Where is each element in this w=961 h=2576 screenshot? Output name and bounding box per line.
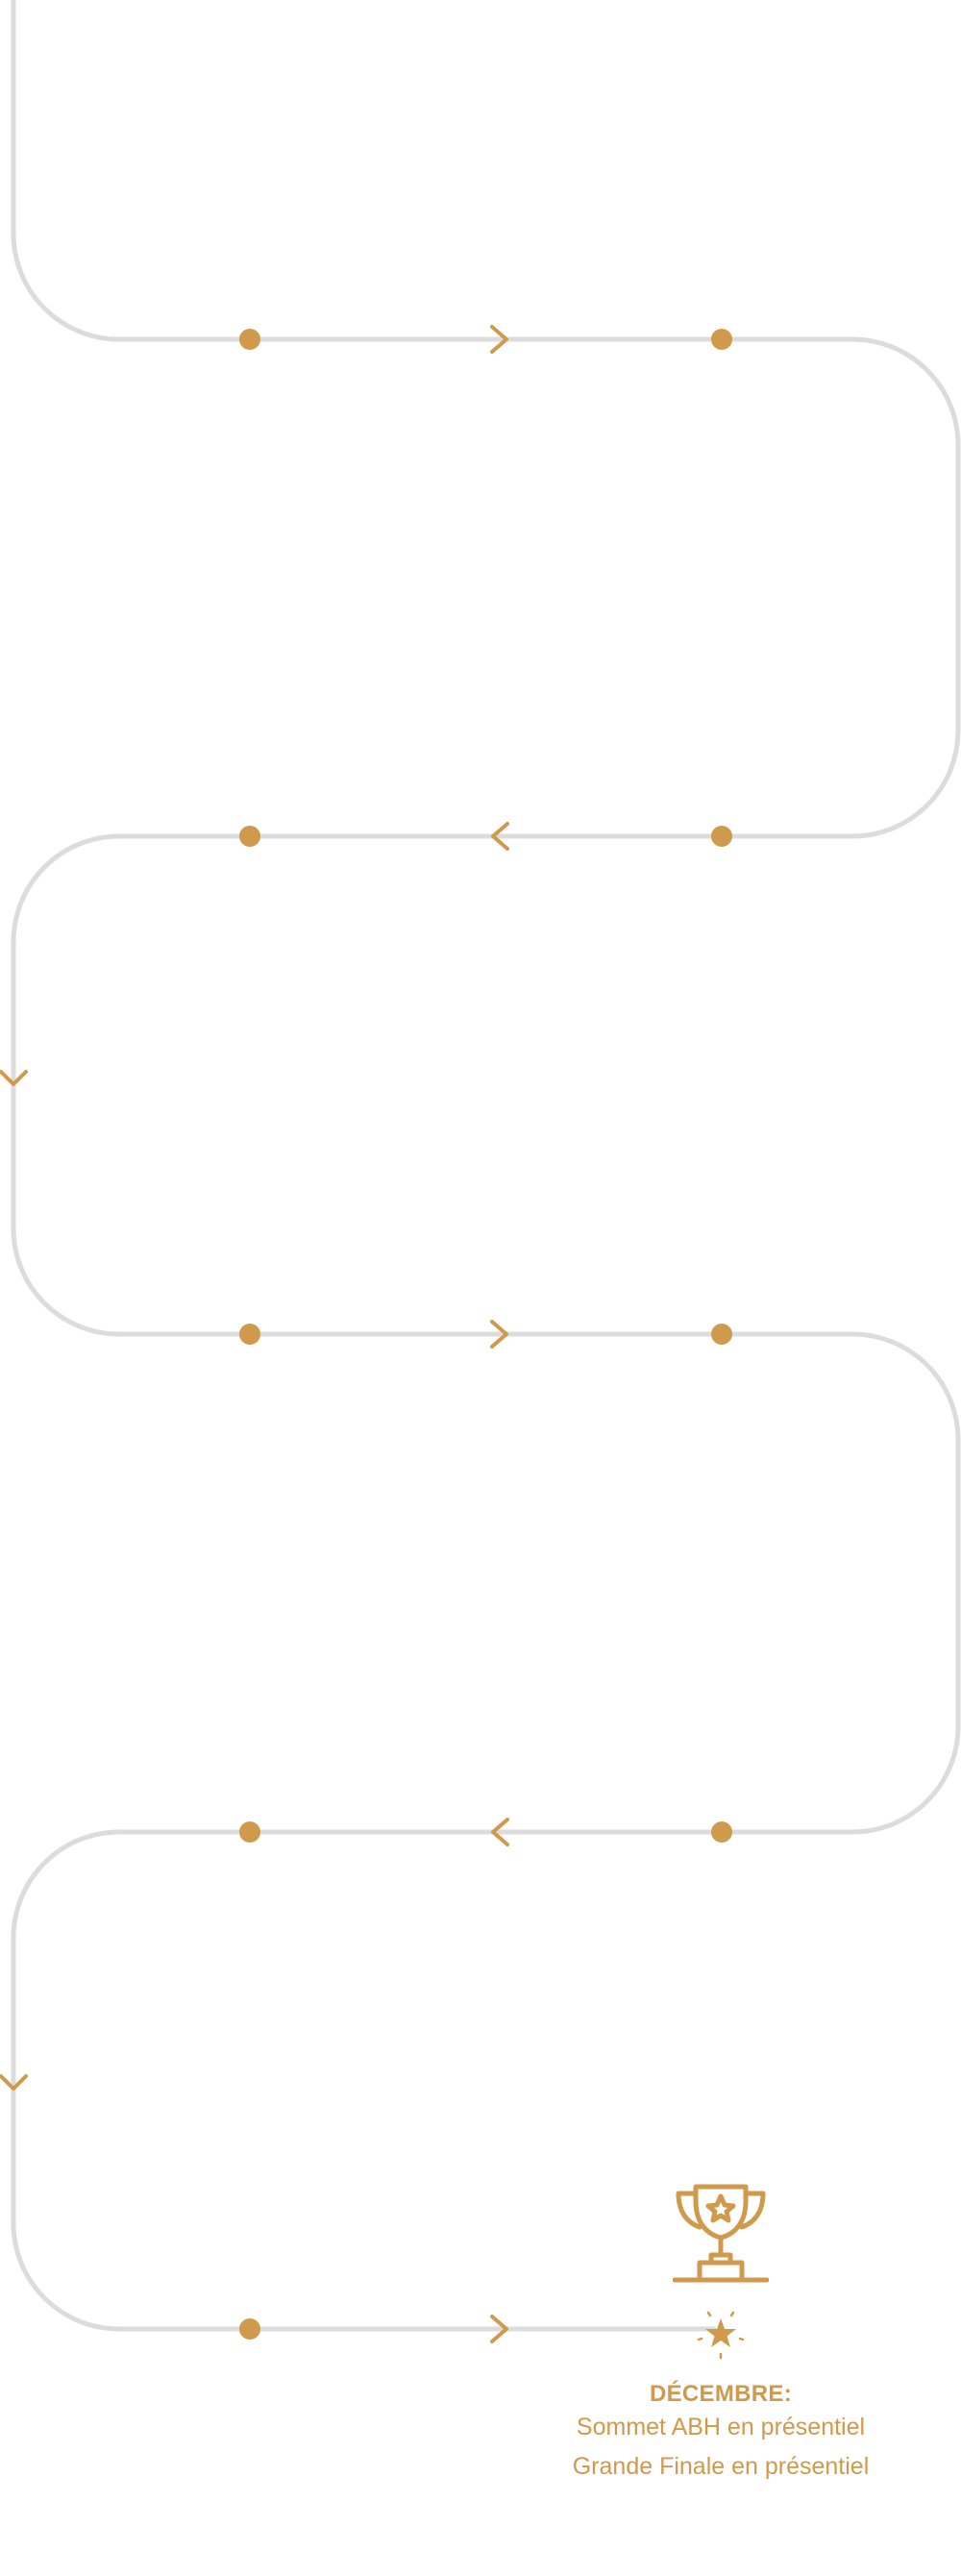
timeline-markers: [0, 325, 732, 2343]
finale-title: DÉCEMBRE:: [649, 2381, 793, 2407]
trophy-icon: [673, 2184, 769, 2283]
star-burst-icon: [697, 2311, 745, 2360]
milestone-dot: [239, 826, 260, 847]
milestone-dot: [711, 329, 732, 350]
chevron-left-icon: [491, 1818, 509, 1846]
milestone-dot: [239, 2318, 260, 2340]
milestone-dot: [239, 329, 260, 350]
chevron-down-icon: [0, 2074, 28, 2091]
chevron-right-icon: [490, 2315, 508, 2343]
milestone-dot: [711, 826, 732, 847]
chevron-down-icon: [0, 1070, 28, 1086]
timeline-track: [11, 0, 961, 2332]
milestone-dot: [711, 1821, 732, 1843]
finale-line-1: Sommet ABH en présentiel: [576, 2414, 866, 2440]
milestone-dot: [239, 1324, 260, 1345]
milestone-dot: [239, 1821, 260, 1843]
timeline-track-line: [11, 0, 961, 2332]
finale-line-2: Grande Finale en présentiel: [572, 2453, 870, 2480]
milestone-dot: [711, 1324, 732, 1345]
chevron-left-icon: [491, 822, 509, 851]
chevron-right-icon: [490, 325, 508, 354]
chevron-right-icon: [490, 1320, 508, 1349]
